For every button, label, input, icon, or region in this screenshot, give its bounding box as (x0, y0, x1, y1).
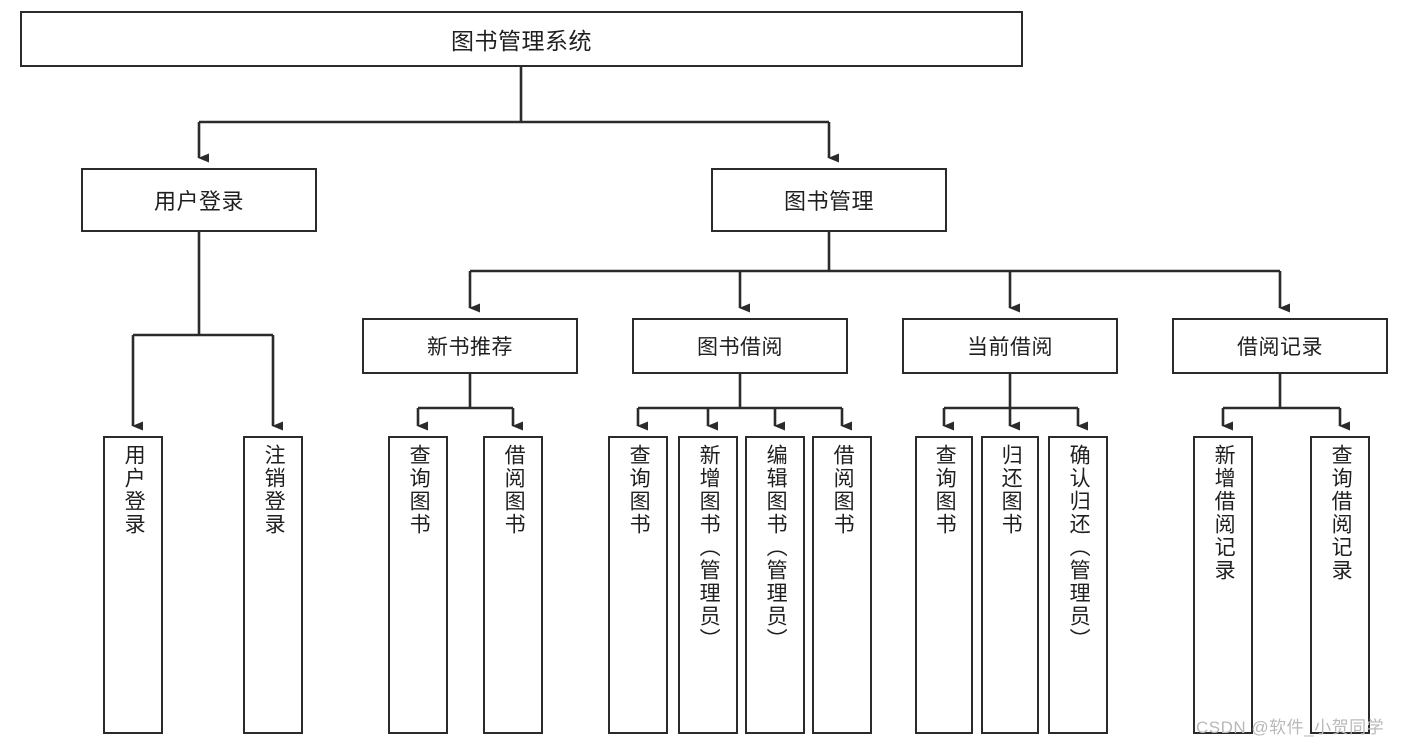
leaf-edit-book-admin[interactable]: 编辑图书（管理员） (745, 436, 805, 734)
edge-root-to-level1 (197, 67, 839, 163)
edge-new-book-to-leaves (416, 374, 523, 431)
leaf-query-book-recommend[interactable]: 查询图书 (388, 436, 448, 734)
node-label: 图书管理 (783, 189, 874, 214)
node-label: 编辑图书（管理员） (764, 444, 788, 651)
node-label: 新书推荐 (427, 336, 513, 359)
node-label: 新增借阅记录 (1212, 444, 1236, 582)
edge-user-login-to-leaves (131, 232, 283, 431)
node-label: 新增图书（管理员） (697, 444, 721, 651)
node-label: 借阅图书 (502, 444, 526, 536)
leaf-query-borrow-record[interactable]: 查询借阅记录 (1310, 436, 1370, 734)
node-label: 当前借阅 (967, 336, 1053, 359)
node-label: 借阅记录 (1237, 336, 1323, 359)
watermark: CSDN @软件_小贺同学 (1196, 718, 1385, 737)
node-label: 图书管理系统 (451, 28, 592, 54)
leaf-logout[interactable]: 注销登录 (243, 436, 303, 734)
node-label: 确认归还（管理员） (1067, 444, 1091, 651)
node-user-login[interactable]: 用户登录 (81, 168, 317, 232)
leaf-add-book-admin[interactable]: 新增图书（管理员） (678, 436, 738, 734)
edge-book-mgmt-to-level2 (468, 232, 1290, 313)
node-book-borrow[interactable]: 图书借阅 (632, 318, 848, 374)
node-label: 查询图书 (933, 444, 957, 536)
node-label: 图书借阅 (697, 336, 783, 359)
node-label: 查询借阅记录 (1329, 444, 1353, 582)
leaf-borrow-book[interactable]: 借阅图书 (812, 436, 872, 734)
leaf-add-borrow-record[interactable]: 新增借阅记录 (1193, 436, 1253, 734)
node-root-system[interactable]: 图书管理系统 (20, 11, 1023, 67)
node-current-borrow[interactable]: 当前借阅 (902, 318, 1118, 374)
node-label: 注销登录 (262, 444, 286, 536)
leaf-return-book[interactable]: 归还图书 (981, 436, 1039, 734)
leaf-query-book-current[interactable]: 查询图书 (915, 436, 973, 734)
leaf-query-book-borrow[interactable]: 查询图书 (608, 436, 668, 734)
edge-borrow-record-to-leaves (1221, 374, 1350, 431)
leaf-user-login[interactable]: 用户登录 (103, 436, 163, 734)
node-label: 归还图书 (999, 444, 1023, 536)
node-label: 查询图书 (627, 444, 651, 536)
edge-borrow-to-leaves (636, 374, 852, 431)
node-borrow-record[interactable]: 借阅记录 (1172, 318, 1388, 374)
leaf-borrow-book-recommend[interactable]: 借阅图书 (483, 436, 543, 734)
node-book-management[interactable]: 图书管理 (711, 168, 947, 232)
node-label: 用户登录 (153, 189, 244, 214)
leaf-confirm-return-admin[interactable]: 确认归还（管理员） (1048, 436, 1108, 734)
node-label: 查询图书 (407, 444, 431, 536)
node-label: 借阅图书 (831, 444, 855, 536)
node-label: 用户登录 (122, 444, 146, 536)
node-new-book-recommend[interactable]: 新书推荐 (362, 318, 578, 374)
edge-current-borrow-to-leaves (942, 374, 1088, 431)
